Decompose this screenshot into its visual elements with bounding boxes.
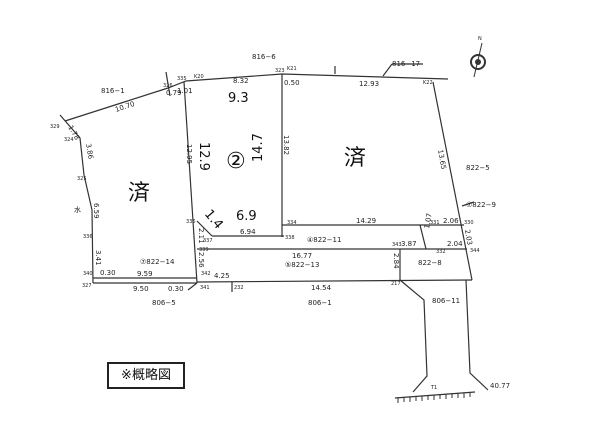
lot-label: 水 [74,205,81,214]
lot-label: ⑦822−9 [466,201,496,209]
point-label: 323 [275,68,285,74]
dimension-label: 14.54 [311,284,332,292]
done-mark-left: 済 [128,181,150,206]
point-label: K21 [287,66,297,72]
dimension-label: 10.70 [114,100,136,114]
point-label: T1 [430,385,437,391]
dimension-labels: 10.70 0.79 1.01 8.32 0.50 12.93 1.78 3.8… [66,77,510,390]
point-label: 329 [50,124,60,130]
point-label: 330 [464,220,474,226]
area-right: 14.7 [251,133,266,162]
lot-label: ⑤822−13 [285,261,319,269]
dimension-label: 0.30 [168,285,184,293]
dimension-label: 1.01 [177,87,193,95]
dimension-label: 2.06 [443,217,459,225]
dimension-label: 0.30 [100,269,116,277]
dimension-label: 12.93 [359,80,379,88]
area-top: 9.3 [228,91,249,106]
point-label: 343 [392,242,402,248]
point-label: 340 [83,271,93,277]
point-label: 326 [163,83,173,89]
point-label: 336 [186,219,196,225]
point-label: 344 [470,248,480,254]
north-arrow-icon: N [470,36,486,78]
point-label: 338 [285,235,295,241]
dimension-label: 9.50 [133,285,149,293]
north-label: N [478,36,482,42]
dimension-label: 8.32 [233,77,249,85]
point-label: 325 [77,176,87,182]
point-label: K22 [423,80,433,86]
boundary-lines [59,63,489,399]
point-label: 334 [287,220,297,226]
dimension-label: 2.11 [197,228,205,244]
lot-label: ⑦822−14 [140,258,175,266]
point-label: 336 [83,234,93,240]
done-mark-right: 済 [344,146,366,171]
dimension-label: 3.86 [84,143,95,160]
dimension-label: 6.94 [240,228,256,236]
dimension-label: 40.77 [490,382,510,390]
ground-hatch [397,392,471,403]
dimension-label: 14.29 [356,217,376,225]
point-label: 324 [64,137,74,143]
dimension-label: 13.65 [436,149,447,170]
lot-label: 806−5 [152,299,176,307]
schematic-note-box: ※概略図 [107,362,185,389]
point-label: 232 [234,285,244,291]
lot-label: 822−5 [466,164,490,172]
point-label: 335 [177,76,187,82]
lot-label: 806−11 [432,297,460,305]
dimension-label: 16.77 [292,252,312,260]
lot-label: 816−17 [392,60,420,68]
dimension-label: 9.59 [137,270,153,278]
point-label: 331 [430,220,440,226]
area-bottom: 6.9 [236,209,257,224]
dimension-label: 2.04 [447,240,463,248]
dimension-label: 2.56 [197,252,205,268]
point-label: 342 [201,271,211,277]
point-label: 327 [82,283,92,289]
point-labels: 329 324 325 336 340 327 326 335 K20 323 … [50,66,480,391]
dimension-label: 0.50 [284,79,300,87]
point-label: 341 [200,285,210,291]
dimension-label: 2.03 [463,229,474,246]
dimension-label: 13.82 [282,135,290,155]
dimension-label: 3.87 [401,240,417,248]
dimension-label: 2.84 [392,253,400,269]
lot-labels: 816−1 816−6 816−17 822−5 ⑦822−9 ④822−11 … [74,53,496,307]
lot-label: 806−1 [308,299,332,307]
point-label: 217 [391,281,401,287]
point-label: 339 [199,247,209,253]
dimension-label: 3.41 [94,250,102,266]
lot-label: 822−8 [418,259,442,267]
parcel-number: ② [226,149,246,174]
point-label: 337 [203,238,213,244]
area-left: 12.9 [196,142,211,171]
dimension-label: 6.59 [92,203,100,219]
dimension-label: 12.95 [185,144,193,164]
point-label: 332 [436,249,446,255]
dimension-label: 1.07 [423,213,434,230]
point-label: K20 [194,74,204,80]
lot-label: ④822−11 [307,236,341,244]
dimension-label: 0.79 [166,89,182,97]
dimension-label: 4.25 [214,272,230,280]
lot-label: 816−6 [252,53,276,61]
lot-label: 816−1 [101,87,125,95]
